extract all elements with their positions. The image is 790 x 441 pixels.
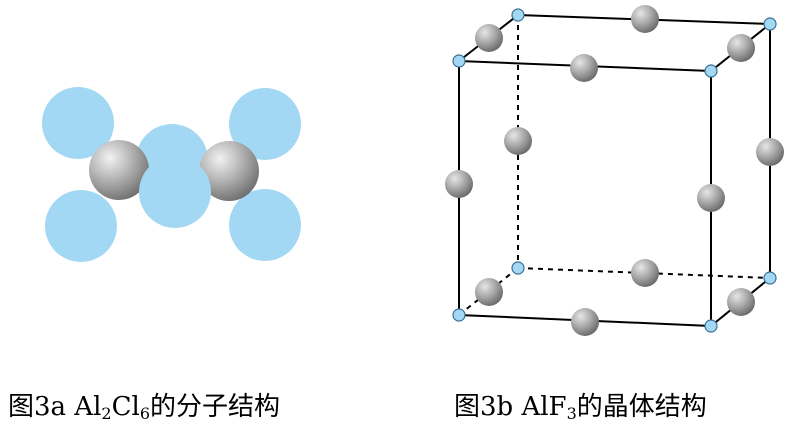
al-corner-front-top-left (452, 54, 466, 68)
caption-b-sub1: 3 (566, 404, 577, 423)
caption-b-suffix: 的晶体结构 (576, 392, 707, 422)
caption-alf3: 图3b AlF3的晶体结构 (454, 394, 707, 422)
caption-a-sub1: 2 (101, 404, 112, 423)
lattice-edge-back-bottom (517, 267, 771, 279)
al-corner-front-top-right (704, 64, 718, 78)
f-atom-front-left (445, 170, 473, 198)
f-atom-back-top (631, 5, 659, 33)
f-atom-bottom-left (475, 278, 503, 306)
f-atom-bottom-right (727, 288, 755, 316)
caption-al2cl6: 图3a Al2Cl6的分子结构 (8, 394, 280, 422)
caption-b-prefix: 图3b AlF (454, 392, 567, 422)
f-atom-front-right (697, 184, 725, 212)
al-corner-back-bottom-left (511, 261, 525, 275)
al-atom-left (89, 140, 149, 200)
alf3-crystal-lattice (458, 14, 771, 327)
cl-atom-top-right (229, 88, 301, 160)
lattice-edge-bottom-left (458, 267, 519, 316)
caption-a-mid: Cl (111, 392, 140, 422)
al-corner-back-top-left (511, 8, 525, 22)
cl-bridge-atom-front (139, 156, 211, 228)
al-corner-back-bottom-right (763, 271, 777, 285)
cl-atom-bottom-left (45, 190, 117, 262)
al-corner-front-bottom-left (452, 308, 466, 322)
caption-a-prefix: 图3a Al (8, 392, 102, 422)
f-atom-back-bottom (631, 259, 659, 287)
f-atom-top-left (475, 24, 503, 52)
al-atom-right (199, 141, 259, 201)
al-corner-front-bottom-right (704, 319, 718, 333)
f-atom-front-top (570, 54, 598, 82)
al-corner-back-top-right (763, 17, 777, 31)
caption-a-suffix: 的分子结构 (150, 392, 281, 422)
cl-atom-bottom-right (229, 189, 301, 261)
f-atom-back-right (756, 138, 784, 166)
f-atom-back-left (504, 127, 532, 155)
caption-a-sub2: 6 (139, 404, 150, 423)
f-atoms (445, 5, 784, 336)
al2cl6-molecule (42, 87, 301, 262)
al-atoms-corners (452, 8, 777, 333)
f-atom-top-right (727, 34, 755, 62)
cl-atom-top-left (42, 87, 114, 159)
f-atom-front-bottom (571, 308, 599, 336)
